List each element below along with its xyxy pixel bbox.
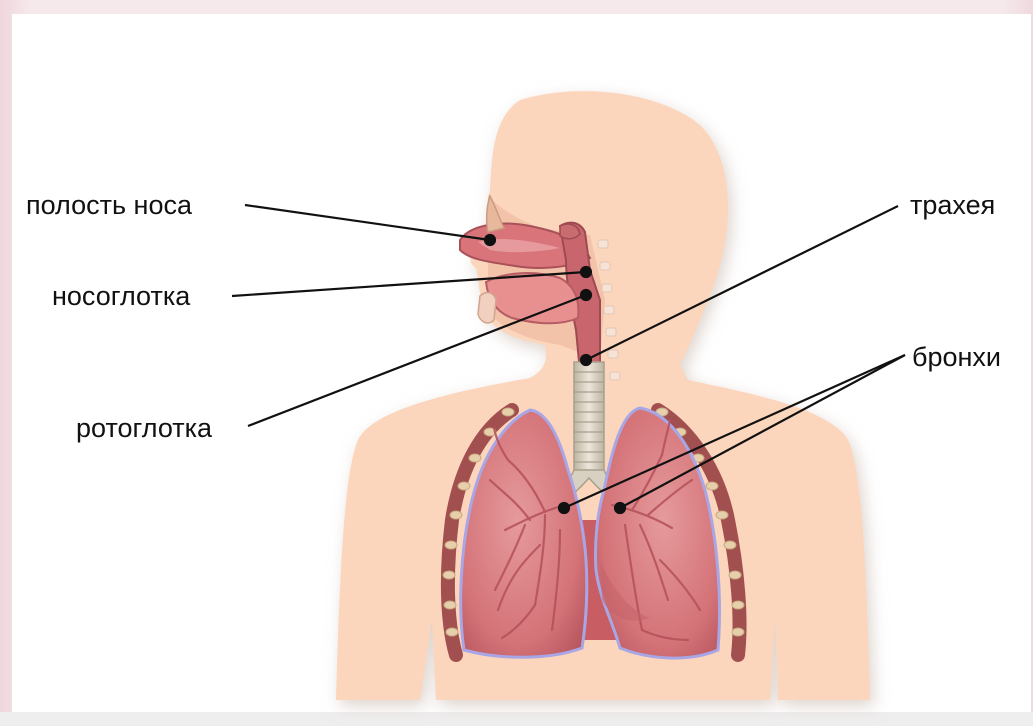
- pointer-dot-oropharynx: [581, 290, 591, 300]
- pointer-dot-nasal-cavity: [485, 235, 495, 245]
- label-trachea: трахея: [910, 190, 995, 220]
- leader-line-nasal-cavity: [245, 205, 490, 240]
- pointer-dot-bronchi-left: [559, 503, 569, 513]
- label-nasopharynx: носоглотка: [52, 281, 191, 311]
- pointer-dot-bronchi-right: [615, 503, 625, 513]
- pointer-dot-nasopharynx: [581, 267, 591, 277]
- label-nasal-cavity: полость носа: [26, 190, 193, 220]
- label-oropharynx: ротоглотка: [76, 413, 213, 443]
- pointer-dot-trachea: [581, 355, 591, 365]
- label-bronchi: бронхи: [912, 342, 1001, 372]
